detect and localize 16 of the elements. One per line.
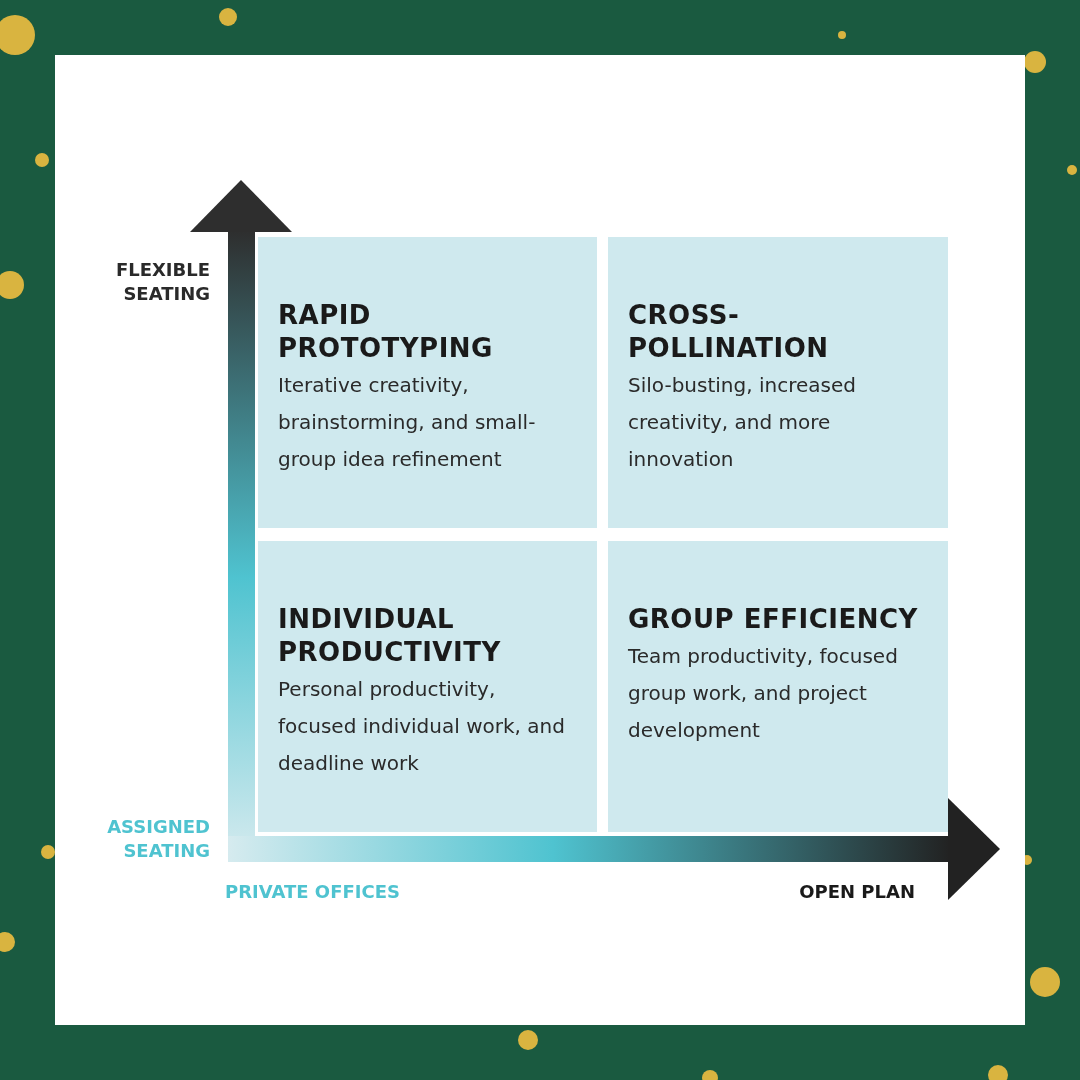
quadrant-panel	[608, 237, 948, 528]
quadrant-description: Iterative creativity, brainstorming, and small-group idea refinement	[278, 372, 537, 473]
axis-label: FLEXIBLE SEATING	[114, 258, 210, 306]
quadrant-panel	[258, 237, 597, 528]
axis-label: OPEN PLAN	[798, 880, 915, 904]
quadrant-panel	[608, 541, 948, 832]
quadrant-heading: RAPID PROTOTYPING	[278, 299, 494, 365]
quadrant-heading: GROUP EFFICIENCY	[628, 603, 919, 636]
quadrant-heading: INDIVIDUAL PRODUCTIVITY	[278, 603, 502, 669]
quadrant-heading: CROSS-POLLINATION	[628, 299, 830, 365]
quadrant-description: Silo-busting, increased creativity, and more innovation	[628, 372, 857, 473]
quadrant-description: Team productivity, focused group work, and project development	[628, 643, 899, 744]
axis-label: ASSIGNED SEATING	[106, 815, 210, 863]
axis-label: PRIVATE OFFICES	[225, 880, 401, 904]
quadrant-panel	[258, 541, 597, 832]
quadrant-description: Personal productivity, focused individual work, and deadline work	[278, 676, 566, 777]
